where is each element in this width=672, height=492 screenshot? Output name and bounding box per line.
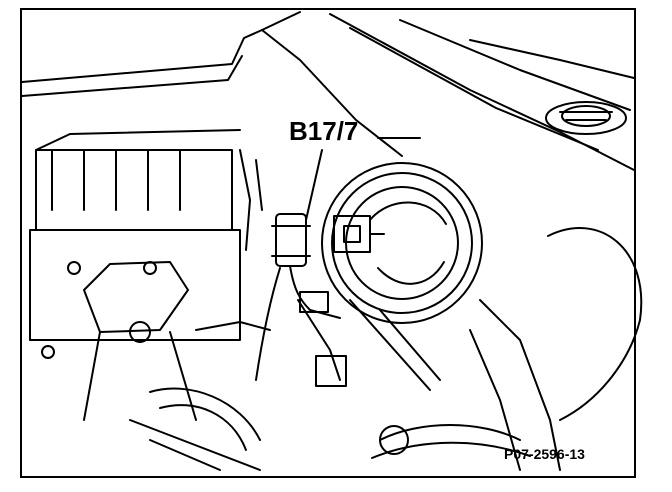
wiring-harness-b — [255, 267, 281, 381]
fender-line-lower — [399, 19, 631, 111]
lower-connector — [315, 355, 347, 387]
headlight-ring — [331, 172, 473, 314]
strut-tower-line — [469, 39, 635, 79]
lower-structure — [129, 419, 261, 471]
bottom-cable-b — [371, 441, 531, 459]
fender-line-mid — [349, 27, 599, 151]
headlight-lines — [349, 299, 441, 391]
hood-panel-line — [21, 11, 301, 83]
engine-block — [35, 149, 233, 231]
hose-lower-left-b — [159, 404, 247, 451]
bolt-left — [67, 261, 81, 275]
wheel-arch-b — [469, 329, 521, 471]
strut-mount-inner — [561, 105, 611, 127]
bolt-bottom — [41, 345, 55, 359]
sensor-leader-line — [305, 149, 323, 221]
bulb-socket — [333, 215, 371, 253]
strut-mount-detail — [559, 111, 613, 121]
tire-outline — [547, 227, 643, 421]
headlight-outer — [321, 162, 483, 324]
headlight-reflector — [369, 201, 447, 285]
engine-top-edge — [35, 129, 241, 151]
bulb-socket-inner — [343, 225, 361, 243]
figure-reference: P07-2596-13 — [504, 446, 585, 462]
sensor-collar — [271, 225, 311, 257]
mount-bracket — [83, 261, 189, 333]
engine-ribs — [51, 149, 181, 211]
strut-mount — [545, 101, 627, 135]
detail-line-a — [239, 149, 251, 251]
harness-connector — [299, 291, 329, 313]
bottom-cable — [379, 424, 521, 441]
detail-line-b — [255, 159, 263, 211]
mount-center-bolt — [129, 321, 151, 343]
diagram-frame — [20, 8, 636, 478]
detail-line-c — [195, 321, 271, 331]
wiring-harness-c — [297, 299, 341, 381]
component-label: B17/7 — [289, 116, 359, 146]
wheel-arch — [479, 299, 561, 471]
mount-arm — [83, 331, 197, 421]
hood-panel-inner — [21, 55, 243, 97]
sensor-body — [275, 213, 307, 267]
hose-lower-left — [149, 387, 261, 441]
fender-line-upper — [329, 13, 635, 171]
bottom-connector — [379, 425, 409, 455]
